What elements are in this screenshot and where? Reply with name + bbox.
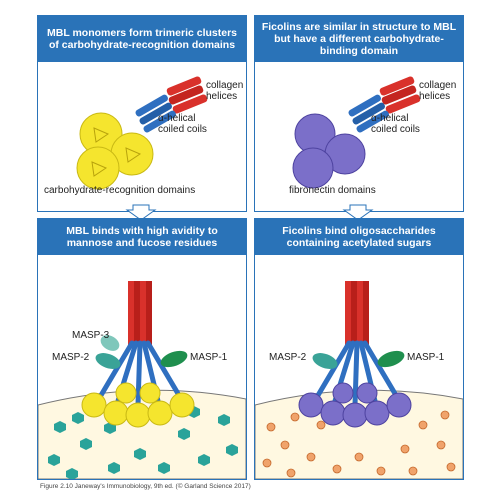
label-fibronectin-domains: fibronectin domains bbox=[289, 185, 376, 196]
label-collagen-helices: collagen helices bbox=[419, 80, 457, 102]
panel-mbl-structure: MBL monomers form trimeric clusters of c… bbox=[37, 15, 247, 212]
label-masp-2: MASP-2 bbox=[269, 352, 307, 363]
masp-1-protease bbox=[160, 350, 188, 368]
masp-3-protease bbox=[100, 335, 120, 351]
label-collagen-helices: collagen helices bbox=[206, 80, 244, 102]
label-recognition-domains: carbohydrate-recognition domains bbox=[44, 185, 196, 196]
label-masp-1: MASP-1 bbox=[407, 352, 445, 363]
alpha-helical-coiled-coils bbox=[135, 94, 176, 133]
panel-title: Ficolins are similar in structure to MBL… bbox=[255, 16, 463, 62]
masp-2-protease bbox=[95, 353, 121, 369]
panel-title: MBL binds with high avidity to mannose a… bbox=[38, 219, 246, 255]
carbohydrate-recognition-domains bbox=[76, 112, 154, 190]
collagen-helices bbox=[166, 76, 208, 114]
fibronectin-domains bbox=[292, 113, 366, 189]
ficolin-binding-illustration bbox=[255, 281, 463, 479]
figure-caption: Figure 2.10 Janeway's Immunobiology, 9th… bbox=[40, 483, 251, 490]
label-masp-1: MASP-1 bbox=[190, 352, 228, 363]
label-masp-2: MASP-2 bbox=[52, 352, 90, 363]
alpha-helical-coiled-coils bbox=[348, 94, 389, 133]
label-coiled-coils: α-helical coiled coils bbox=[371, 113, 420, 135]
masp-1-protease bbox=[377, 350, 405, 368]
panel-mbl-binding: MBL binds with high avidity to mannose a… bbox=[37, 218, 247, 480]
panel-ficolin-binding: Ficolins bind oligosaccharides containin… bbox=[254, 218, 464, 480]
ficolin-fibronectin-domains bbox=[298, 382, 412, 428]
mbl-monomer-illustration bbox=[76, 76, 208, 190]
panel-title: Ficolins bind oligosaccharides containin… bbox=[255, 219, 463, 255]
acetylated-sugar-residues bbox=[262, 410, 456, 478]
collagen-stalk bbox=[128, 281, 152, 345]
mannose-residues bbox=[48, 406, 238, 479]
panel-title: MBL monomers form trimeric clusters of c… bbox=[38, 16, 246, 62]
panel-ficolin-structure: Ficolins are similar in structure to MBL… bbox=[254, 15, 464, 212]
collagen-stalk bbox=[345, 281, 369, 345]
mbl-binding-illustration bbox=[38, 281, 246, 479]
masp-2-protease bbox=[312, 353, 338, 369]
collagen-helices bbox=[379, 76, 421, 114]
mbl-recognition-domains bbox=[81, 382, 195, 428]
ficolin-monomer-illustration bbox=[292, 76, 421, 189]
label-masp-3: MASP-3 bbox=[72, 330, 110, 341]
label-coiled-coils: α-helical coiled coils bbox=[158, 113, 207, 135]
